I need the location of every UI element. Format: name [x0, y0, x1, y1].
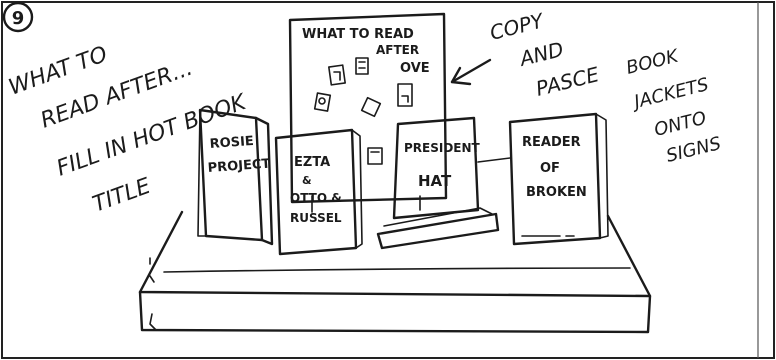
sign-heading-line-1: WHAT TO READ	[302, 27, 414, 42]
book-2-title-line-2: &	[302, 174, 312, 187]
book-1-title-line-1: ROSIE	[209, 134, 254, 152]
book-3-title-line-2: HAT	[418, 172, 452, 190]
sign-heading-line-2: AFTER	[376, 43, 419, 57]
book-2-title-line-4: RUSSEL	[290, 211, 342, 225]
book-4-title-line-2: OF	[540, 161, 560, 176]
book-4-title-line-3: BROKEN	[526, 185, 587, 200]
panel-number-text: 9	[12, 8, 25, 29]
book-4-title-line-1: READER	[522, 135, 581, 150]
book-3-title-line-1: PRESIDENT	[404, 141, 481, 155]
book-2-title-line-3: OTTO &	[290, 191, 342, 205]
book-2-title-line-1: EZTA	[294, 155, 330, 170]
sign-heading-line-3: OVE	[400, 61, 430, 76]
